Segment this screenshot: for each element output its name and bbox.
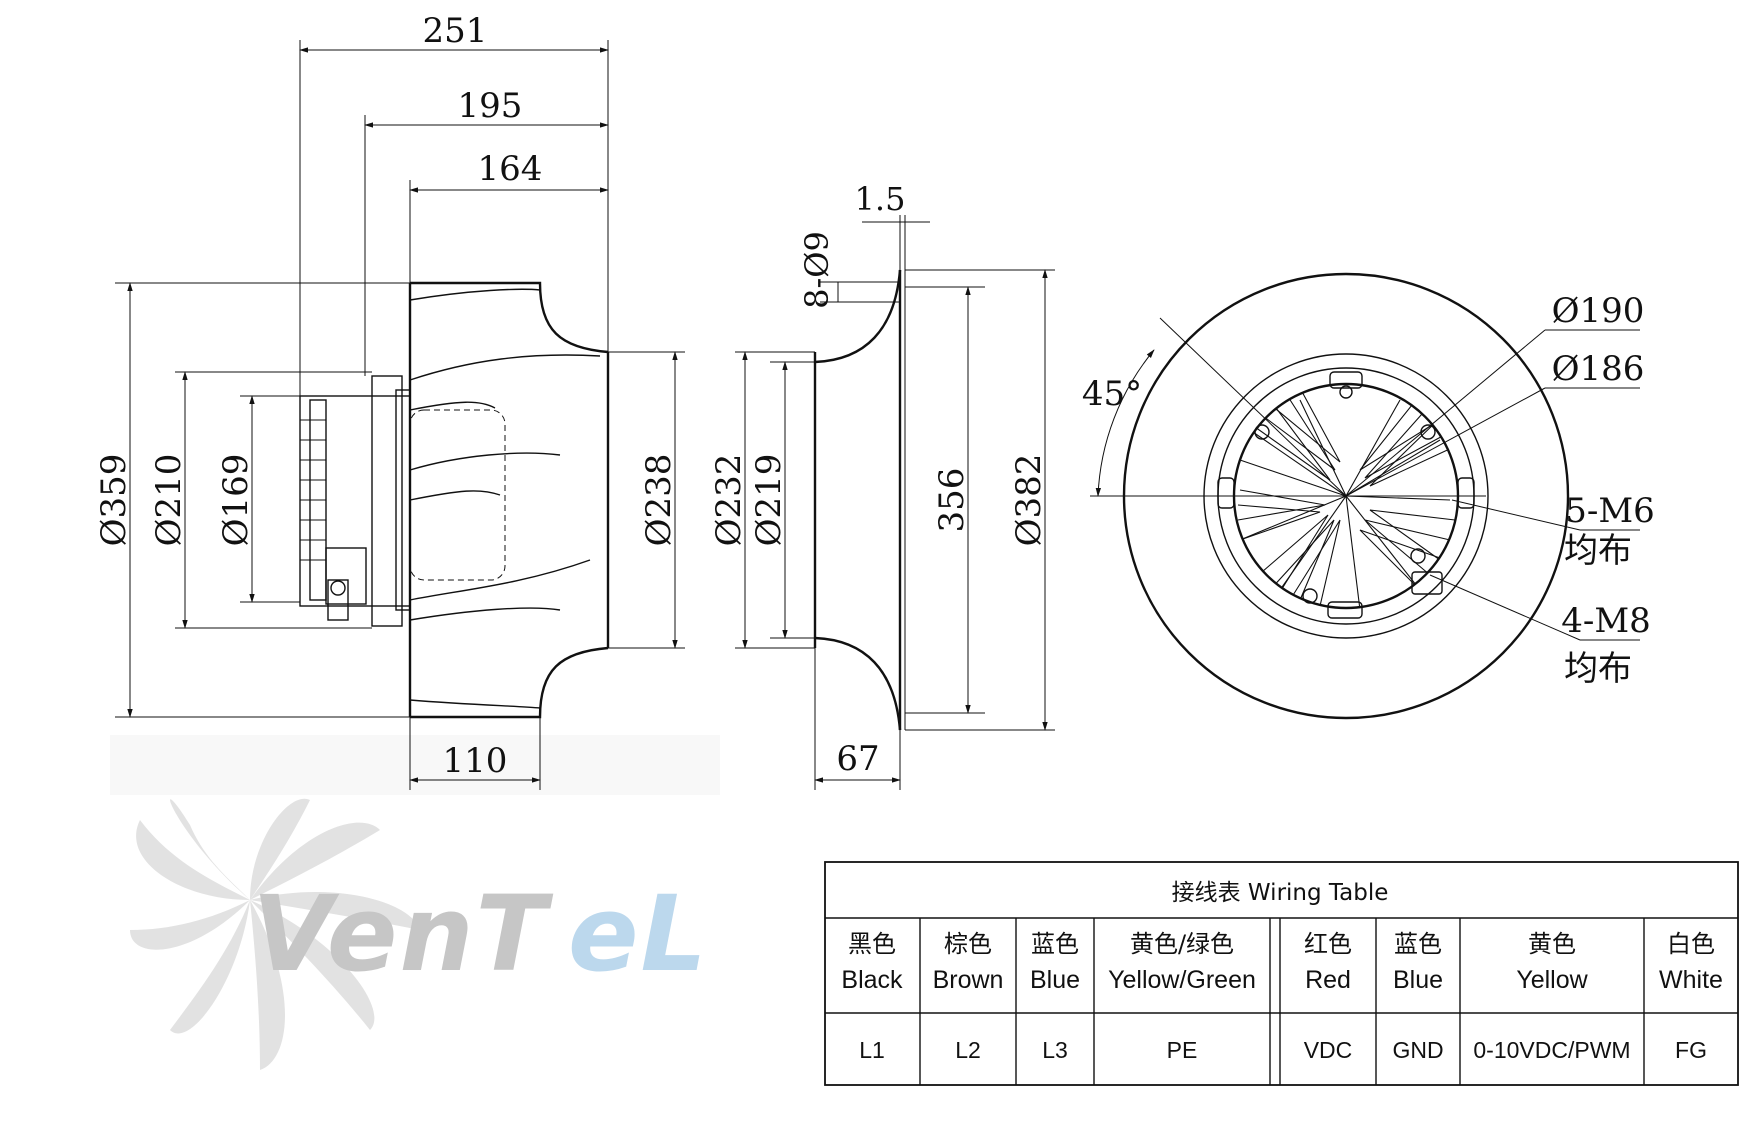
color-en: White — [1659, 966, 1723, 994]
dim-5-m6: 5-M6 — [1565, 491, 1655, 531]
dim-67: 67 — [836, 739, 879, 779]
terminal-value: L3 — [1042, 1037, 1068, 1063]
color-cn: 红色 — [1304, 930, 1352, 958]
wiring-table: 接线表 Wiring Table 黑色 Black L1 棕色 Brown L2… — [824, 861, 1739, 1086]
terminal-value: PE — [1167, 1037, 1198, 1063]
color-cn: 蓝色 — [1031, 930, 1079, 958]
front-view: 45° Ø190 Ø186 5-M6 均布 4-M8 均布 — [1082, 272, 1655, 720]
terminal-value: L1 — [859, 1037, 885, 1063]
inlet-ring-view: 1.5 8-Ø9 Ø232 Ø219 356 Ø382 67 — [709, 180, 1055, 790]
dim-dia-238: Ø238 — [639, 454, 679, 547]
wiring-column-blue-l3: 蓝色 Blue L3 — [1030, 930, 1080, 1063]
dim-dia-359: Ø359 — [94, 454, 134, 547]
color-en: Black — [841, 966, 903, 994]
dim-4-m8: 4-M8 — [1561, 601, 1651, 641]
dim-dia-210: Ø210 — [149, 454, 189, 547]
color-en: Blue — [1393, 966, 1443, 994]
terminal-value: GND — [1392, 1037, 1443, 1063]
color-cn: 黄色/绿色 — [1130, 930, 1234, 958]
terminal-value: VDC — [1304, 1037, 1353, 1063]
terminal-value: 0-10VDC/PWM — [1473, 1037, 1630, 1063]
wiring-table-title: 接线表 Wiring Table — [1172, 880, 1389, 906]
wiring-column-red: 红色 Red VDC — [1304, 930, 1353, 1063]
dim-dia-232: Ø232 — [709, 454, 749, 547]
wiring-column-brown: 棕色 Brown L2 — [933, 930, 1004, 1063]
color-en: Brown — [933, 966, 1004, 994]
dim-356: 356 — [932, 468, 972, 533]
color-en: Yellow — [1516, 966, 1588, 994]
wiring-column-white: 白色 White FG — [1659, 930, 1723, 1063]
color-cn: 蓝色 — [1394, 930, 1442, 958]
color-cn: 黑色 — [848, 930, 896, 958]
dim-angle-45: 45° — [1082, 374, 1142, 414]
dim-dia-169: Ø169 — [216, 454, 256, 547]
color-cn: 棕色 — [944, 930, 992, 958]
color-en: Yellow/Green — [1108, 966, 1256, 994]
terminal-value: FG — [1675, 1037, 1707, 1063]
wiring-column-black: 黑色 Black L1 — [841, 930, 903, 1063]
brand-main: VenT — [252, 873, 553, 995]
ventel-watermark: VenT eL — [110, 735, 720, 1070]
dim-dia-219: Ø219 — [749, 454, 789, 547]
dim-164: 164 — [478, 149, 543, 189]
color-en: Blue — [1030, 966, 1080, 994]
dim-holes-8-dia-9: 8-Ø9 — [798, 231, 836, 309]
dim-195: 195 — [458, 86, 523, 126]
color-en: Red — [1305, 966, 1351, 994]
color-cn: 黄色 — [1528, 930, 1576, 958]
dim-110: 110 — [443, 741, 508, 781]
dim-dia-190: Ø190 — [1552, 291, 1645, 331]
brand-accent: eL — [568, 873, 709, 995]
dim-251: 251 — [423, 11, 488, 51]
fan-blade-logo-icon — [130, 798, 420, 1070]
wiring-column-yellow-green: 黄色/绿色 Yellow/Green PE — [1108, 930, 1256, 1063]
side-view: 251 195 164 110 Ø359 Ø210 Ø169 Ø238 — [94, 11, 685, 790]
dim-dia-186: Ø186 — [1552, 349, 1645, 389]
dim-4-m8-note: 均布 — [1564, 649, 1632, 689]
dim-1-5: 1.5 — [855, 180, 906, 218]
dim-dia-382: Ø382 — [1009, 454, 1049, 547]
wiring-column-blue-gnd: 蓝色 Blue GND — [1392, 930, 1443, 1063]
terminal-value: L2 — [955, 1037, 981, 1063]
dim-5-m6-note: 均布 — [1564, 531, 1632, 571]
wiring-column-yellow: 黄色 Yellow 0-10VDC/PWM — [1473, 930, 1630, 1063]
color-cn: 白色 — [1667, 930, 1715, 958]
